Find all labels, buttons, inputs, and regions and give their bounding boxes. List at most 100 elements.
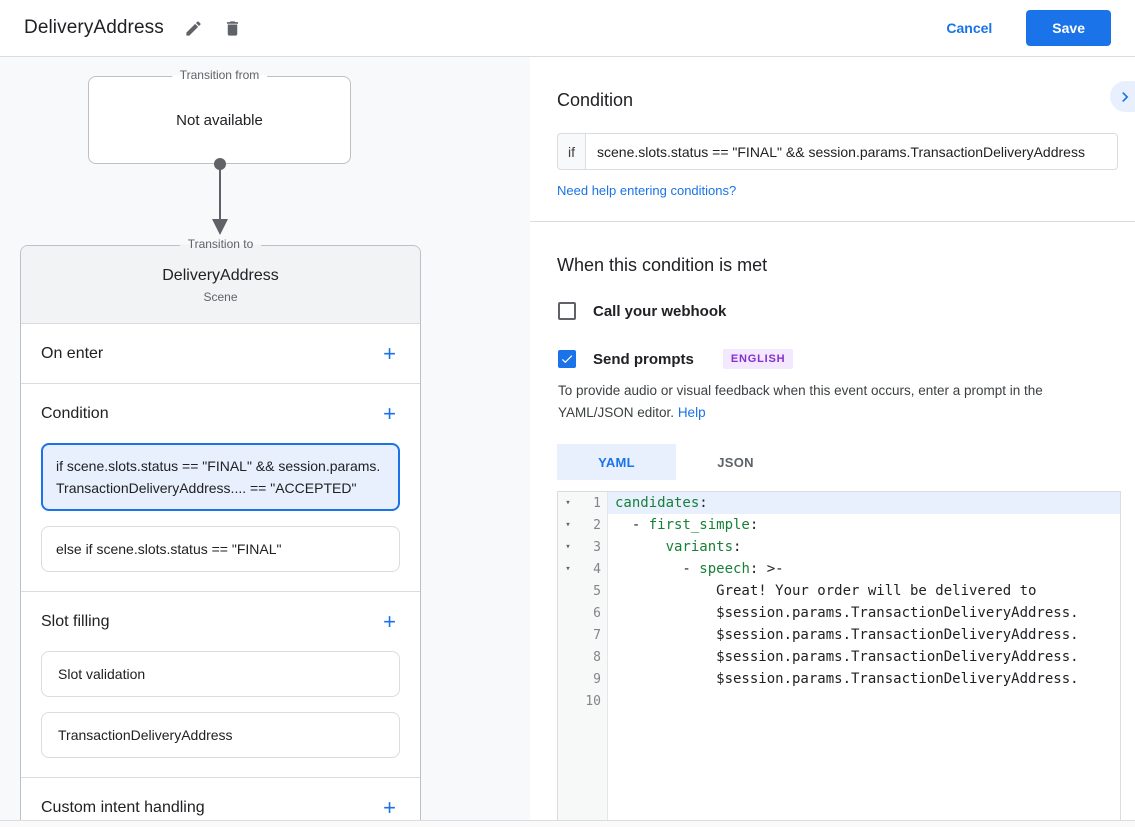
transition-from-label: Transition from: [171, 68, 268, 82]
condition-item[interactable]: else if scene.slots.status == "FINAL": [41, 526, 400, 572]
condition-section-label: Condition: [41, 404, 109, 422]
editor-line[interactable]: 5 Great! Your order will be delivered to: [558, 580, 1120, 603]
send-prompts-row: Send prompts ENGLISH: [558, 349, 1135, 369]
page-title: DeliveryAddress: [24, 17, 164, 38]
condition-detail-panel: Condition if Need help entering conditio…: [530, 57, 1135, 820]
editor-gutter: ▾1: [558, 492, 608, 515]
code-line-content[interactable]: Great! Your order will be delivered to: [615, 583, 1037, 600]
add-slot-button[interactable]: [379, 609, 400, 635]
code-line-content[interactable]: variants:: [665, 539, 742, 556]
editor-line[interactable]: 8 $session.params.TransactionDeliveryAdd…: [558, 646, 1120, 669]
prompts-help-link[interactable]: Help: [677, 404, 706, 420]
transition-from-value: Not available: [176, 111, 263, 129]
scene-card: Transition to DeliveryAddress Scene On e…: [20, 237, 421, 820]
editor-gutter: [558, 712, 608, 820]
scene-type-label: Scene: [203, 290, 238, 304]
edit-scene-button[interactable]: [178, 13, 209, 44]
editor-gutter: ▾3: [558, 536, 608, 559]
condition-section: Condition if scene.slots.status == "FINA…: [21, 384, 420, 592]
add-custom-intent-button[interactable]: [379, 795, 400, 821]
code-line-content[interactable]: - first_simple:: [615, 517, 759, 534]
if-prefix-label: if: [557, 133, 585, 170]
code-line-content[interactable]: - speech: >-: [615, 561, 784, 578]
bottom-edge-divider: [0, 820, 1135, 827]
checkmark-icon: [561, 355, 573, 364]
editor-line[interactable]: ▾2 - first_simple:: [558, 514, 1120, 537]
webhook-row: Call your webhook: [558, 302, 1135, 320]
tab-json[interactable]: JSON: [676, 444, 795, 480]
save-button[interactable]: Save: [1026, 10, 1111, 46]
code-line-content[interactable]: candidates:: [608, 492, 1120, 515]
on-enter-section: On enter: [21, 324, 420, 384]
webhook-checkbox[interactable]: [558, 302, 576, 320]
app-header: DeliveryAddress Cancel Save: [0, 0, 1135, 57]
scene-card-header: Transition to DeliveryAddress Scene: [21, 237, 420, 324]
editor-line[interactable]: 6 $session.params.TransactionDeliveryAdd…: [558, 602, 1120, 625]
editor-tabs: YAML JSON: [557, 444, 1135, 481]
line-number: 8: [593, 649, 601, 665]
add-condition-button[interactable]: [379, 401, 400, 427]
code-line-content[interactable]: $session.params.TransactionDeliveryAddre…: [615, 627, 1079, 644]
fold-arrow-icon[interactable]: ▾: [565, 520, 571, 531]
condition-panel-title: Condition: [557, 90, 634, 110]
slot-item[interactable]: TransactionDeliveryAddress: [41, 712, 400, 758]
scene-diagram-panel: Transition from Not available Transition…: [0, 57, 530, 820]
line-number: 1: [593, 495, 601, 511]
scene-name: DeliveryAddress: [162, 267, 279, 284]
code-line-content[interactable]: $session.params.TransactionDeliveryAddre…: [615, 649, 1079, 666]
line-number: 10: [585, 693, 601, 709]
editor-line[interactable]: 9 $session.params.TransactionDeliveryAdd…: [558, 668, 1120, 691]
pencil-icon: [186, 20, 201, 36]
line-number: 5: [593, 583, 601, 599]
editor-gutter: 5: [558, 580, 608, 603]
editor-line[interactable]: 10: [558, 690, 1120, 713]
editor-gutter: ▾2: [558, 514, 608, 537]
transition-arrow: [212, 158, 228, 235]
send-prompts-label: Send prompts: [593, 350, 694, 368]
prompts-description-text: To provide audio or visual feedback when…: [558, 383, 1043, 420]
send-prompts-checkbox[interactable]: [558, 350, 576, 368]
slot-filling-section: Slot filling Slot validation Transaction…: [21, 592, 420, 778]
condition-expression-input[interactable]: [585, 133, 1118, 170]
slot-validation-item[interactable]: Slot validation: [41, 651, 400, 697]
line-number: 6: [593, 605, 601, 621]
editor-line[interactable]: ▾3 variants:: [558, 536, 1120, 559]
add-on-enter-button[interactable]: [379, 341, 400, 367]
editor-line[interactable]: ▾4 - speech: >-: [558, 558, 1120, 581]
condition-help-link[interactable]: Need help entering conditions?: [557, 183, 737, 198]
transition-to-label: Transition to: [179, 237, 262, 251]
code-line-content[interactable]: [608, 690, 1120, 712]
language-badge: ENGLISH: [722, 349, 794, 369]
tab-yaml[interactable]: YAML: [557, 444, 676, 481]
section-divider: [530, 221, 1135, 222]
when-met-title: When this condition is met: [557, 255, 768, 275]
slot-filling-label: Slot filling: [41, 612, 110, 630]
editor-gutter: 8: [558, 646, 608, 669]
on-enter-label: On enter: [41, 344, 104, 362]
collapse-panel-button[interactable]: [1110, 81, 1135, 112]
cancel-button[interactable]: Cancel: [946, 20, 993, 36]
editor-line[interactable]: 7 $session.params.TransactionDeliveryAdd…: [558, 624, 1120, 647]
fold-arrow-icon[interactable]: ▾: [565, 498, 571, 509]
editor-gutter: ▾4: [558, 558, 608, 581]
delete-scene-button[interactable]: [217, 13, 248, 44]
condition-item-selected[interactable]: if scene.slots.status == "FINAL" && sess…: [41, 443, 400, 511]
condition-expression-row: if: [557, 133, 1118, 170]
fold-arrow-icon[interactable]: ▾: [565, 542, 571, 553]
editor-gutter: 10: [558, 690, 608, 713]
code-line-content[interactable]: $session.params.TransactionDeliveryAddre…: [615, 671, 1079, 688]
chevron-right-icon: [1122, 91, 1129, 102]
line-number: 9: [593, 671, 601, 687]
fold-arrow-icon[interactable]: ▾: [565, 564, 571, 575]
trash-icon: [226, 20, 238, 36]
line-number: 2: [593, 517, 601, 533]
custom-intent-section: Custom intent handling: [21, 778, 420, 820]
editor-empty-area[interactable]: [558, 712, 1120, 820]
editor-gutter: 9: [558, 668, 608, 691]
line-number: 4: [593, 561, 601, 577]
prompts-description: To provide audio or visual feedback when…: [558, 380, 1108, 423]
code-empty-content[interactable]: [608, 712, 1120, 820]
code-line-content[interactable]: $session.params.TransactionDeliveryAddre…: [615, 605, 1079, 622]
